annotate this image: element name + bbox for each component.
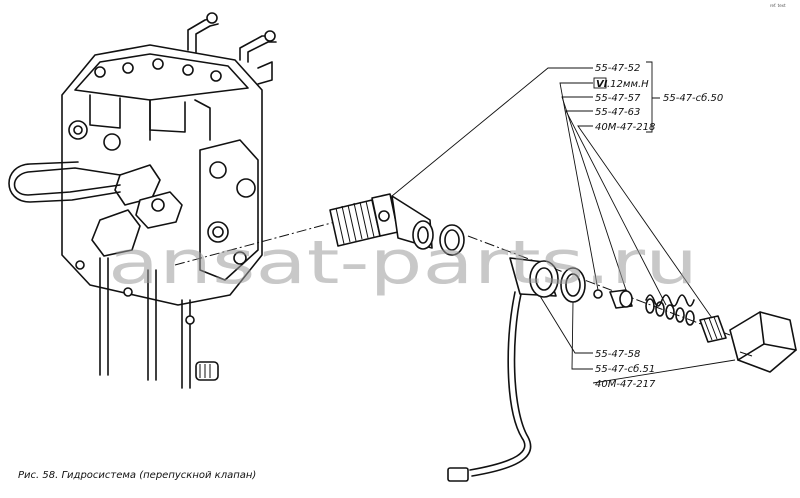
label-12mm-text: .12мм.Н [607,79,649,90]
label-12mm: VI .12мм.Н [593,77,649,90]
leader-lines [391,61,736,384]
cap-nut [729,311,797,373]
watermark: ansat-parts.ru [108,228,698,298]
corner-note: ref. text [770,3,786,8]
adjusting-screw [699,315,727,343]
sealing-ring [439,224,465,256]
figure-caption: Рис. 58. Гидросистема (перепускной клапа… [18,470,256,481]
drain-sleeve-assembly [447,257,559,482]
label-55-47-63: 55-47-63 [595,107,640,118]
distributor-assembly [8,12,277,389]
label-55-47-58: 55-47-58 [595,349,640,360]
label-40m-47-218: 40М-47-218 [595,122,655,133]
label-assembly-50: 55-47-сб.50 [663,92,723,104]
valve-body [329,193,434,250]
label-55-47-52: 55-47-52 [595,63,640,74]
valve-seat [609,289,633,309]
label-12mm-mark: VI [596,79,608,90]
label-assembly-51: 55-47-сб.51 [595,363,655,375]
spring [645,294,695,326]
label-55-47-57: 55-47-57 [595,93,641,104]
label-40m-47-217: 40М-47-217 [595,379,656,390]
